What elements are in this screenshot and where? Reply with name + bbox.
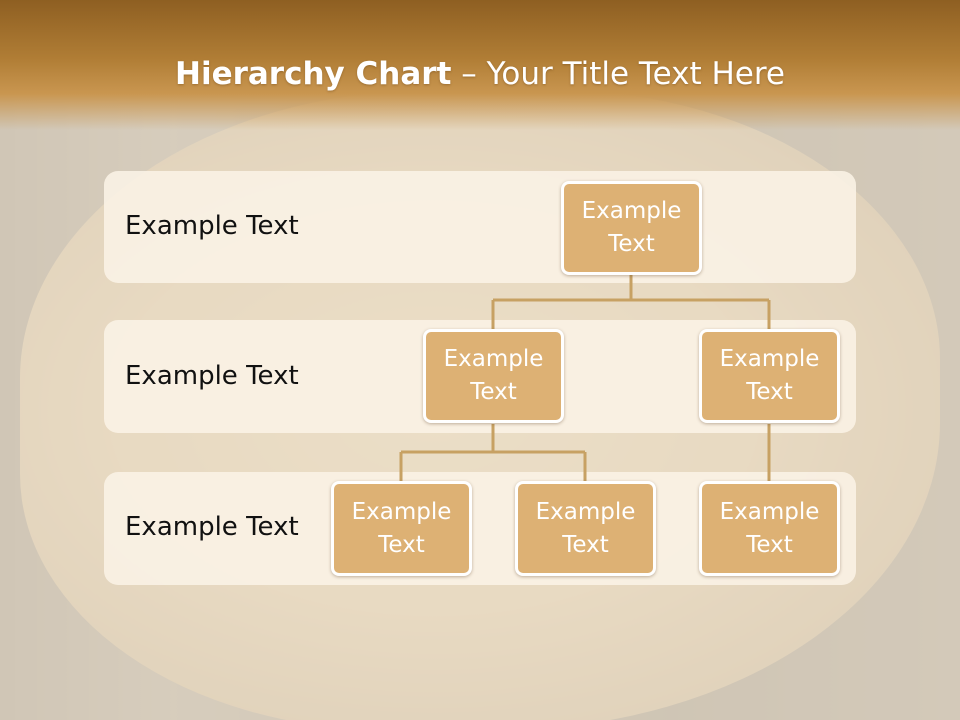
- org-node-root[interactable]: Example Text: [561, 181, 702, 275]
- level-label-1: Example Text: [125, 211, 299, 241]
- level-band-1: [104, 171, 856, 283]
- slide-title: Hierarchy Chart – Your Title Text Here: [0, 56, 960, 92]
- level-label-2: Example Text: [125, 361, 299, 391]
- title-dash: –: [451, 56, 487, 92]
- org-node-leaf-3[interactable]: Example Text: [699, 481, 840, 576]
- header-bar: [0, 0, 960, 130]
- org-node-mid-left[interactable]: Example Text: [423, 329, 564, 423]
- org-node-leaf-2[interactable]: Example Text: [515, 481, 656, 576]
- title-bold: Hierarchy Chart: [175, 56, 452, 92]
- title-rest: Your Title Text Here: [486, 56, 785, 92]
- org-node-mid-right[interactable]: Example Text: [699, 329, 840, 423]
- org-node-leaf-1[interactable]: Example Text: [331, 481, 472, 576]
- level-label-3: Example Text: [125, 512, 299, 542]
